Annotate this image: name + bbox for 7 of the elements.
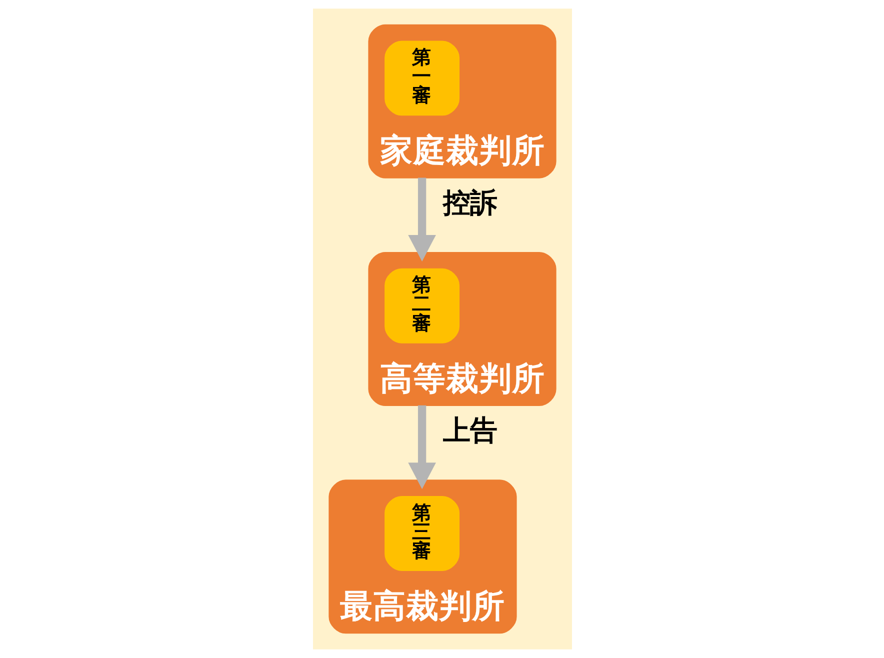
node-box: 第二審 [384,268,460,344]
arrow [408,405,436,490]
arrow [408,178,436,262]
edge-label: 上告 [442,415,497,446]
edge-label: 控訴 [442,188,497,219]
node-box: 第一審 [384,40,460,116]
node-box: 第三審 [384,496,460,571]
